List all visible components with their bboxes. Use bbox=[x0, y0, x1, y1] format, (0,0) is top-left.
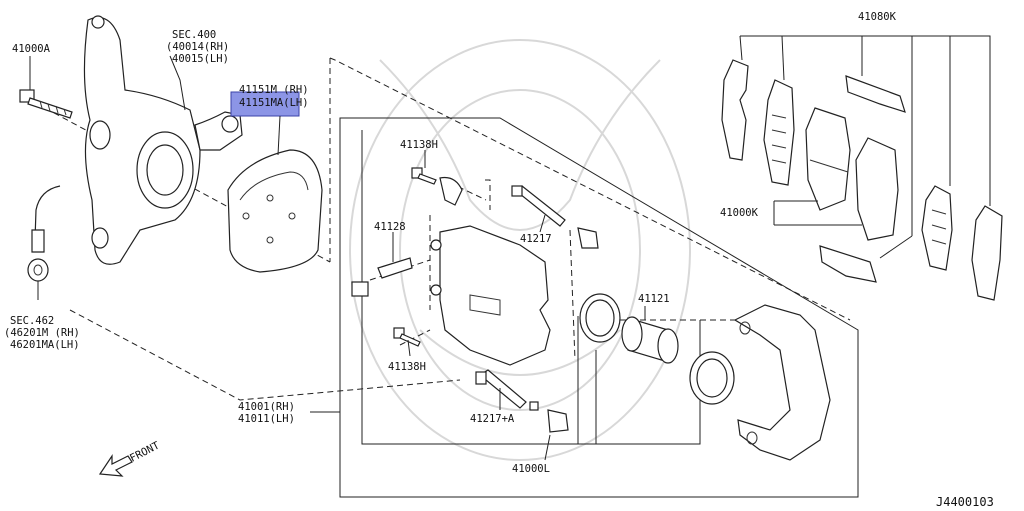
label-41128[interactable]: 41128 bbox=[374, 221, 406, 233]
brake-pad-inner[interactable] bbox=[805, 107, 851, 211]
leader-lines bbox=[29, 55, 775, 461]
front-arrow-icon bbox=[98, 454, 133, 477]
pad-clip-bottom[interactable] bbox=[819, 245, 877, 283]
label-46201M[interactable]: (46201M (RH) bbox=[4, 327, 80, 339]
pad-kit-bracket-lines bbox=[739, 35, 991, 259]
caliper-body[interactable] bbox=[430, 176, 551, 366]
label-46201MA[interactable]: 46201MA(LH) bbox=[10, 339, 80, 351]
label-41121[interactable]: 41121 bbox=[638, 293, 670, 305]
dust-shield[interactable] bbox=[227, 149, 323, 273]
label-41151M[interactable]: 41151M (RH) bbox=[239, 84, 309, 96]
label-41011[interactable]: 41011(LH) bbox=[238, 413, 295, 425]
guide-pin-41217[interactable] bbox=[511, 185, 566, 227]
guide-lines bbox=[44, 57, 851, 401]
watermark-emblem bbox=[349, 39, 691, 461]
callout-labels: 41000A SEC.400 (40014(RH) 40015(LH) 4115… bbox=[4, 11, 897, 475]
bolt-41000A[interactable] bbox=[19, 89, 73, 119]
label-41000A[interactable]: 41000A bbox=[12, 43, 51, 55]
pad-clip-top[interactable] bbox=[845, 75, 906, 113]
piston-seal[interactable] bbox=[579, 293, 621, 343]
brake-hose[interactable] bbox=[27, 185, 61, 300]
pad-shim-inner-1[interactable] bbox=[921, 185, 953, 271]
pad-shim-inner-2[interactable] bbox=[971, 205, 1003, 301]
label-41001[interactable]: 41001(RH) bbox=[238, 401, 295, 413]
drawing-number: J4400103 bbox=[936, 495, 994, 509]
label-41138H-bottom[interactable]: 41138H bbox=[388, 361, 426, 373]
steering-knuckle[interactable] bbox=[83, 15, 243, 265]
pad-shim-outer-left[interactable] bbox=[721, 59, 749, 161]
pad-shim-outer-2[interactable] bbox=[763, 79, 795, 186]
pin-boot-top[interactable] bbox=[577, 227, 599, 249]
label-40015[interactable]: 40015(LH) bbox=[172, 53, 229, 65]
selected-part-highlight bbox=[230, 91, 300, 117]
label-41080K[interactable]: 41080K bbox=[858, 11, 897, 23]
caliper-bracket[interactable] bbox=[733, 304, 831, 461]
label-41151MA[interactable]: 41151MA(LH) bbox=[239, 97, 309, 109]
label-sec400[interactable]: SEC.400 bbox=[172, 29, 216, 41]
front-direction-indicator: FRONT bbox=[98, 439, 162, 477]
label-sec462[interactable]: SEC.462 bbox=[10, 315, 54, 327]
pin-boot-bottom[interactable] bbox=[547, 409, 569, 433]
piston-boot[interactable] bbox=[689, 351, 735, 405]
guide-pin-41217A[interactable] bbox=[475, 369, 539, 411]
brake-pad-outer[interactable] bbox=[855, 137, 899, 241]
label-41217[interactable]: 41217 bbox=[520, 233, 552, 245]
label-41000L[interactable]: 41000L bbox=[512, 463, 550, 475]
bolt-41138H-top[interactable] bbox=[411, 167, 437, 185]
label-40014[interactable]: (40014(RH) bbox=[166, 41, 229, 53]
label-41217A[interactable]: 41217+A bbox=[470, 413, 515, 425]
label-41000K[interactable]: 41000K bbox=[720, 207, 759, 219]
bleeder-41128[interactable] bbox=[351, 257, 413, 297]
front-label: FRONT bbox=[128, 439, 162, 464]
label-41138H-top[interactable]: 41138H bbox=[400, 139, 438, 151]
piston-41121[interactable] bbox=[621, 316, 679, 364]
bolt-41138H-bottom[interactable] bbox=[393, 327, 421, 347]
